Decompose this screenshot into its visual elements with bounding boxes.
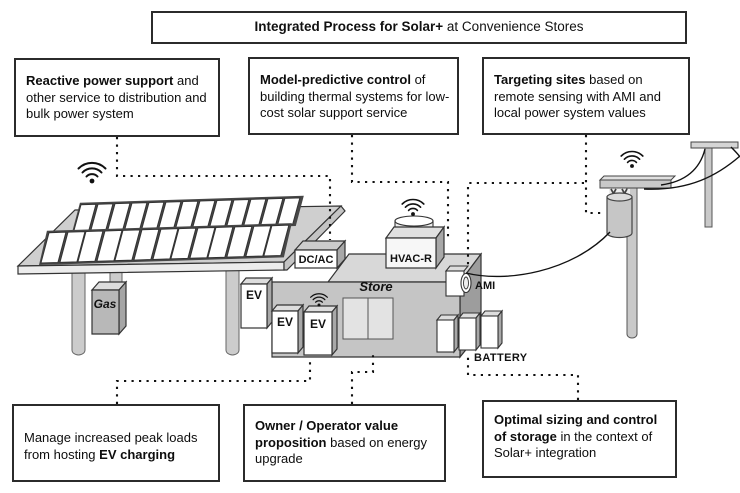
callout-emphasis: Reactive power support [26, 73, 174, 88]
connector-model-to-hvac [350, 135, 450, 241]
store-door-right [367, 297, 394, 340]
power-line-span [730, 146, 740, 158]
wifi-icon [77, 161, 107, 185]
ev-charger-1: EV [239, 276, 274, 330]
callout-emphasis: Optimal sizing and control of storage [494, 412, 658, 444]
hvac-label: HVAC-R [390, 253, 432, 265]
callout-text: in the context of Solar+ integration [494, 428, 653, 461]
callout-model-predictive: Model-predictive control of building the… [248, 57, 459, 135]
callout-text: based on energy upgrade [255, 434, 427, 467]
ev-charger-2: EV [270, 303, 305, 355]
inverter-label: DC/AC [299, 254, 334, 266]
callout-peak-loads: Manage increased peak loads from hosting… [12, 404, 220, 482]
callout-emphasis: Owner / Operator value proposition [255, 418, 399, 450]
hvac-r-unit: HVAC-R [384, 215, 446, 270]
battery-cell [479, 309, 504, 350]
callout-owner-value: Owner / Operator value proposition based… [243, 404, 446, 482]
service-drop-to-ami [465, 231, 611, 278]
connector-peak-to-ev [115, 358, 312, 404]
wifi-icon [401, 198, 425, 217]
pole-crossarm [599, 179, 672, 189]
ev-label: EV [277, 315, 293, 329]
callout-emphasis: EV charging [99, 446, 176, 462]
callout-reactive-power: Reactive power support and other service… [14, 58, 220, 137]
battery-label: BATTERY [474, 352, 528, 364]
callout-targeting-sites: Targeting sites based on remote sensing … [482, 57, 690, 135]
callout-emphasis: Model-predictive control [260, 72, 411, 87]
diagram-title: Integrated Process for Solar+ at Conveni… [151, 11, 687, 44]
dotted-connectors [115, 135, 601, 404]
canopy-pillar-left [71, 267, 86, 356]
utility-pole [598, 175, 677, 339]
distant-utility-pole [690, 141, 739, 228]
callout-storage-sizing: Optimal sizing and control of storage in… [482, 400, 677, 478]
callout-text: based on remote sensing with AMI and loc… [494, 72, 661, 120]
callout-text: Manage increased peak loads from hosting [24, 430, 198, 462]
connector-targeting-to-transformer [584, 135, 601, 215]
callout-emphasis: Targeting sites [494, 72, 586, 87]
title-emphasis: Integrated Process for Solar+ [254, 19, 444, 34]
battery-cell [435, 313, 460, 354]
callout-text: of building thermal systems for low-cost… [260, 72, 450, 120]
connector-owner-to-store [350, 350, 375, 404]
gas-pump: Gas [90, 280, 128, 336]
connector-targeting-to-ami [466, 181, 584, 266]
battery-cell [457, 311, 482, 352]
battery-bank: BATTERY [435, 309, 528, 364]
solar-canopy [16, 195, 346, 356]
ami-label: AMI [475, 280, 495, 292]
power-line-span [660, 148, 706, 186]
power-line-span [643, 155, 740, 190]
store-label: Store [359, 279, 392, 294]
ev-charger-3: EV [302, 304, 339, 357]
title-suffix: at Convenience Stores [443, 19, 584, 34]
store-door-left [342, 297, 369, 340]
ev-label: EV [310, 317, 326, 331]
ev-label: EV [246, 288, 262, 302]
wifi-icon [620, 150, 644, 169]
canopy-pillar-right [225, 265, 240, 356]
power-lines [465, 146, 740, 278]
solar-panel-array-back [71, 195, 304, 234]
solar-panel-array-front [39, 223, 292, 266]
gas-pump-label: Gas [94, 297, 117, 311]
callout-text: and other service to distribution and bu… [26, 73, 207, 121]
dc-ac-inverter: DC/AC [293, 239, 347, 270]
distribution-transformer [606, 196, 633, 239]
